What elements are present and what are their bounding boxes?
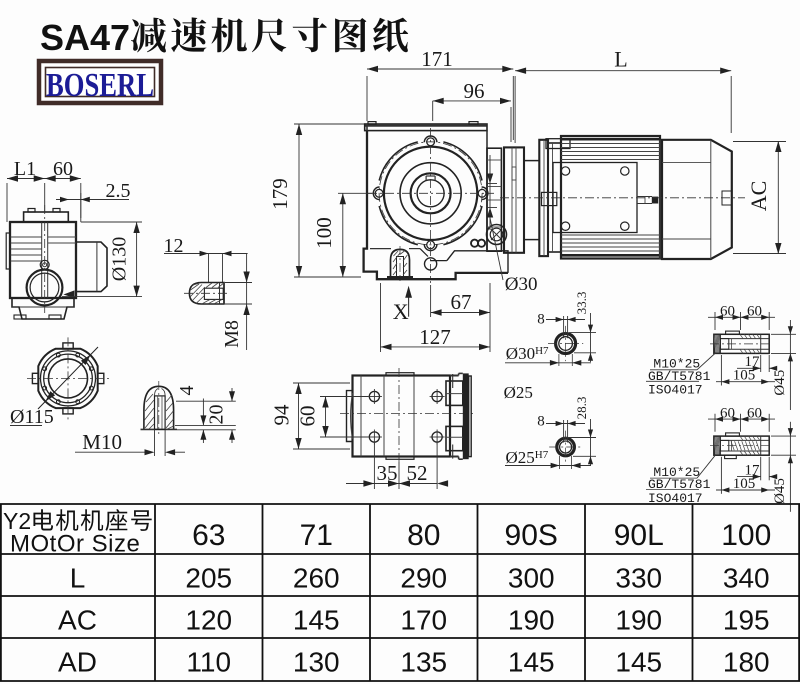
svg-text:AD: AD [58,647,97,678]
svg-text:171: 171 [421,47,453,71]
svg-text:71: 71 [300,519,333,552]
svg-text:179: 179 [268,178,292,210]
svg-text:90S: 90S [505,519,558,552]
svg-text:94: 94 [270,404,294,426]
svg-text:145: 145 [508,647,555,678]
svg-text:M10*25: M10*25 [653,357,700,372]
svg-text:AC: AC [58,605,97,636]
svg-text:145: 145 [615,647,662,678]
svg-text:130: 130 [293,647,340,678]
svg-text:170: 170 [400,605,447,636]
svg-text:190: 190 [615,605,662,636]
svg-text:M10: M10 [82,430,122,454]
svg-text:35: 35 [377,461,398,485]
svg-text:80: 80 [407,519,440,552]
svg-text:290: 290 [400,563,447,594]
svg-text:60: 60 [296,406,320,427]
svg-text:100: 100 [312,217,336,249]
svg-text:M8: M8 [221,320,243,348]
svg-text:ISO4017: ISO4017 [648,383,703,398]
svg-text:GB/T5781: GB/T5781 [648,369,711,384]
svg-text:52: 52 [407,461,428,485]
svg-text:ISO4017: ISO4017 [648,491,703,506]
svg-text:340: 340 [723,563,770,594]
svg-text:195: 195 [723,605,770,636]
svg-text:L1: L1 [14,158,36,180]
svg-text:Ø45: Ø45 [772,478,788,504]
svg-text:AC: AC [746,181,771,212]
svg-text:96: 96 [464,79,485,103]
svg-text:L: L [614,47,627,72]
svg-text:GB/T5781: GB/T5781 [648,477,711,492]
svg-text:127: 127 [419,325,451,349]
svg-text:8: 8 [537,312,545,328]
svg-text:8: 8 [537,414,545,430]
svg-text:Ø25: Ø25 [504,383,533,402]
svg-text:63: 63 [192,519,225,552]
svg-text:105: 105 [733,368,756,384]
svg-text:Ø115: Ø115 [10,406,54,428]
svg-text:MOtOr Size: MOtOr Size [10,531,140,558]
svg-text:SA47: SA47 [40,17,130,58]
svg-text:105: 105 [733,476,756,492]
svg-text:300: 300 [508,563,555,594]
svg-text:330: 330 [615,563,662,594]
svg-text:20: 20 [206,405,228,425]
svg-text:12: 12 [164,235,184,257]
svg-text:33.3: 33.3 [574,292,589,315]
svg-text:90L: 90L [614,519,664,552]
svg-text:145: 145 [293,605,340,636]
svg-text:67: 67 [451,290,472,314]
svg-text:135: 135 [400,647,447,678]
svg-text:X: X [393,299,409,324]
svg-text:Ø45: Ø45 [772,370,788,396]
svg-text:60: 60 [720,304,735,320]
svg-text:190: 190 [508,605,555,636]
svg-text:60: 60 [720,405,735,421]
svg-text:Y2: Y2 [3,508,31,534]
svg-text:M10*25: M10*25 [653,465,700,480]
svg-text:4: 4 [176,386,198,396]
svg-text:60: 60 [53,158,73,180]
svg-text:110: 110 [186,647,231,678]
svg-text:L: L [70,563,86,594]
svg-text:180: 180 [723,647,770,678]
svg-text:Ø30: Ø30 [505,274,538,295]
svg-text:2.5: 2.5 [106,180,131,202]
svg-text:260: 260 [293,563,340,594]
svg-text:205: 205 [185,563,232,594]
svg-text:17: 17 [745,462,761,478]
svg-text:Ø130: Ø130 [109,237,131,281]
svg-text:28.3: 28.3 [574,397,589,420]
svg-text:60: 60 [747,304,762,320]
svg-text:120: 120 [185,605,232,636]
svg-text:17: 17 [745,354,761,370]
svg-text:100: 100 [721,519,771,552]
svg-text:60: 60 [747,405,762,421]
svg-text:BOSERL: BOSERL [46,67,154,104]
